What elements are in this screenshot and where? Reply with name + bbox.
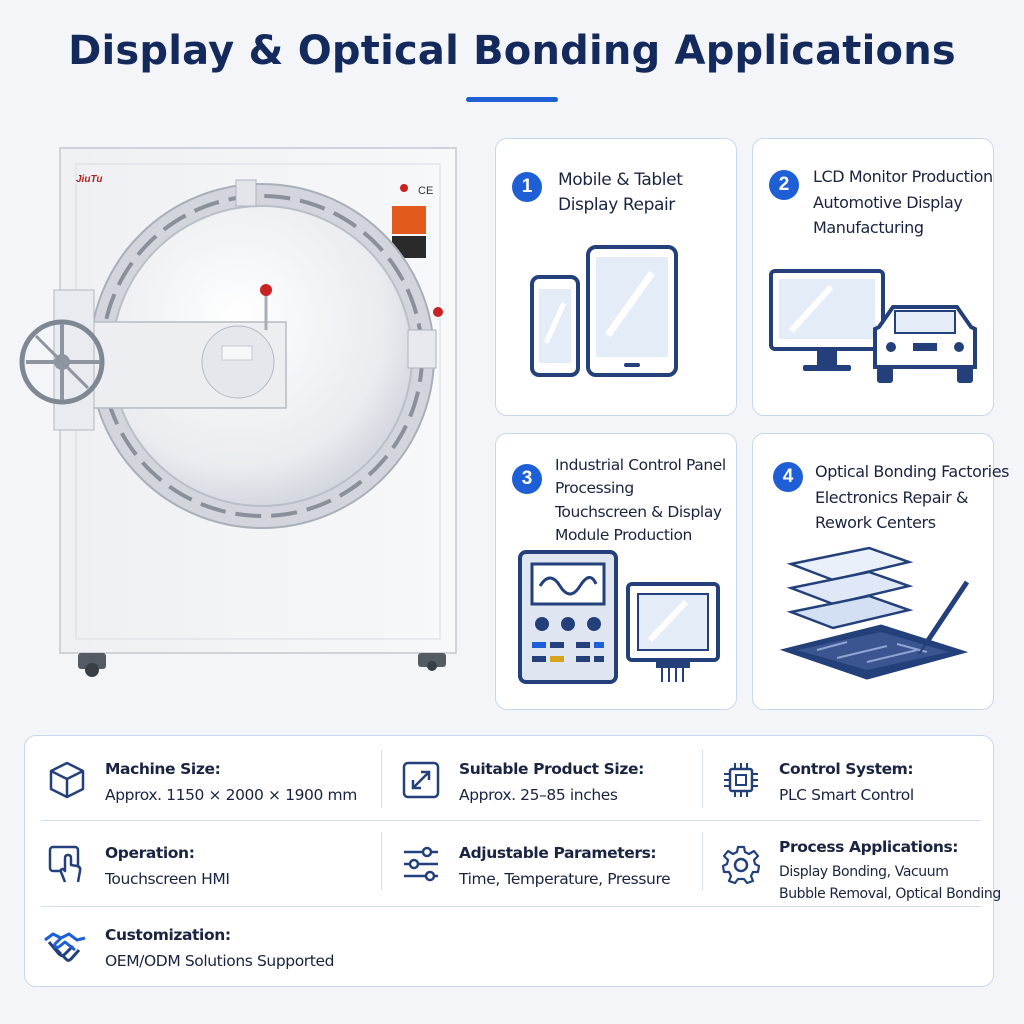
spec-value: Approx. 1150 × 2000 × 1900 mm <box>105 786 357 804</box>
spec-value: PLC Smart Control <box>779 786 914 804</box>
application-title-line: Module Production <box>555 525 692 544</box>
touch-icon <box>48 845 82 883</box>
spec-label: Operation: <box>105 844 195 862</box>
application-title-line: Manufacturing <box>813 218 924 238</box>
application-title-line: Optical Bonding Factories <box>815 462 1010 481</box>
page-title: Display & Optical Bonding Applications <box>68 28 956 74</box>
application-title-line: Automotive Display <box>813 192 963 212</box>
spec-value: Time, Temperature, Pressure <box>459 870 671 888</box>
specifications-panel: Machine Size: Approx. 1150 × 2000 × 1900… <box>24 735 1001 987</box>
spec-label: Customization: <box>105 926 231 944</box>
spec-value: OEM/ODM Solutions Supported <box>105 952 335 970</box>
spec-label: Control System: <box>779 760 914 778</box>
control-panel-icon <box>518 550 720 684</box>
application-title-line: Touchscreen & Display <box>555 502 722 521</box>
application-title-line: Industrial Control Panel <box>555 456 726 474</box>
application-card-mobile-tablet: 1 Mobile & Tablet Display Repair <box>495 138 737 416</box>
autoclave-machine-image: JiuTu CE <box>19 147 457 677</box>
spec-value: Display Bonding, Vacuum Bubble Removal, … <box>779 862 1001 905</box>
application-title-line: LCD Monitor Production <box>813 167 993 186</box>
sliders-icon <box>404 846 438 882</box>
spec-label: Adjustable Parameters: <box>459 844 657 862</box>
application-title-line: Mobile & Tablet <box>558 170 683 190</box>
step-number-badge: 3 <box>512 464 542 494</box>
resize-icon <box>402 761 440 799</box>
layered-display-icon <box>779 546 970 680</box>
application-title-line: Rework Centers <box>815 513 936 533</box>
ce-mark: CE <box>418 185 433 197</box>
spec-value: Approx. 25–85 inches <box>459 786 618 804</box>
title-underline <box>466 97 558 102</box>
spec-label: Machine Size: <box>105 760 221 778</box>
application-title-line: Display Repair <box>558 194 675 215</box>
application-card-lcd-automotive: 2 LCD Monitor Production Automotive Disp… <box>752 138 994 416</box>
step-number-badge: 2 <box>769 170 799 200</box>
spec-value-line: Display Bonding, Vacuum <box>779 864 949 880</box>
gear-icon <box>721 845 761 884</box>
monitor-car-icon <box>769 269 977 383</box>
brand-logo: JiuTu <box>76 174 102 185</box>
spec-label: Process Applications: <box>779 838 959 856</box>
handshake-icon <box>44 932 86 962</box>
spec-label: Suitable Product Size: <box>459 760 644 778</box>
application-title-line: Processing <box>555 479 634 498</box>
application-card-industrial-panel: 3 Industrial Control Panel Processing To… <box>495 433 737 710</box>
application-title-line: Electronics Repair & <box>815 487 969 507</box>
application-card-optical-bonding: 4 Optical Bonding Factories Electronics … <box>752 433 1010 710</box>
chip-icon <box>724 763 758 797</box>
spec-value-line: Bubble Removal, Optical Bonding <box>779 885 1001 902</box>
cube-icon <box>49 761 85 799</box>
phone-tablet-icon <box>530 245 678 377</box>
step-number-badge: 1 <box>512 172 542 202</box>
step-number-badge: 4 <box>773 462 803 492</box>
spec-value: Touchscreen HMI <box>105 870 230 888</box>
